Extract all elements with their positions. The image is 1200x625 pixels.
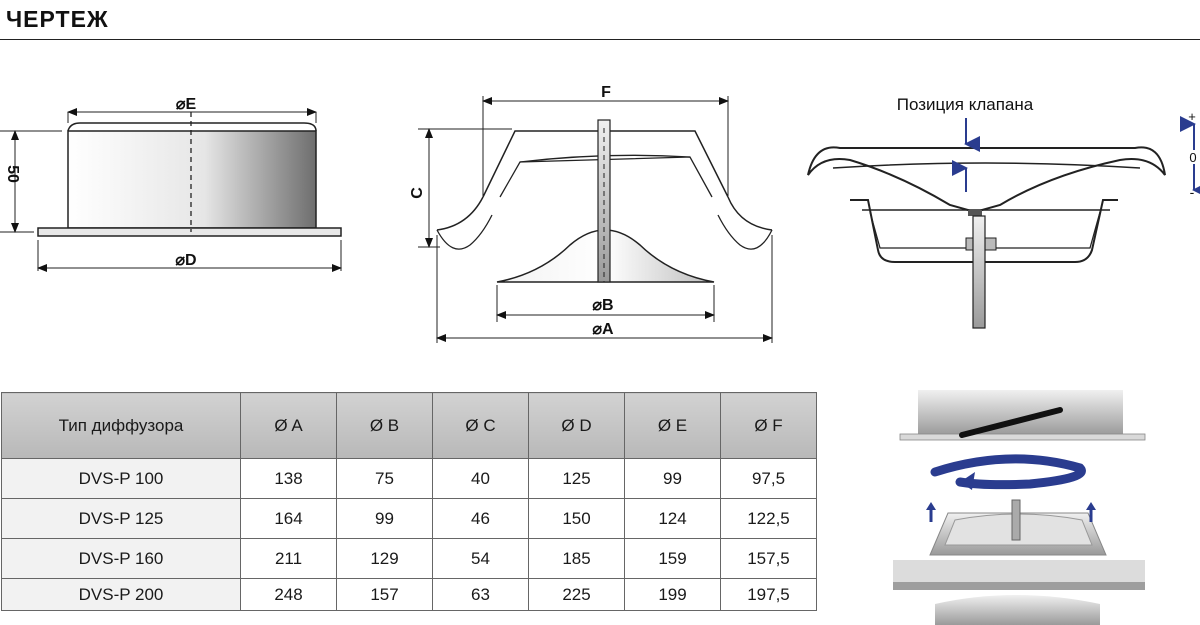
section-view-drawing: [418, 96, 773, 343]
table-cell: 199: [624, 578, 721, 611]
column-header-type: Тип диффузора: [1, 392, 241, 459]
table-cell: 40: [432, 458, 529, 499]
table-cell: 97,5: [720, 458, 817, 499]
spec-table: Тип диффузора Ø A Ø B Ø C Ø D Ø E Ø F DV…: [1, 392, 817, 611]
table-cell: 129: [336, 538, 433, 579]
table-header-row: Тип диффузора Ø A Ø B Ø C Ø D Ø E Ø F: [1, 392, 817, 459]
table-cell: 164: [240, 498, 337, 539]
column-header-b: Ø B: [336, 392, 433, 459]
table-cell: DVS-P 100: [1, 458, 241, 499]
table-cell: 125: [528, 458, 625, 499]
table-cell: 157: [336, 578, 433, 611]
table-cell: DVS-P 125: [1, 498, 241, 539]
side-view-drawing: [0, 108, 342, 272]
table-cell: 138: [240, 458, 337, 499]
table-row: DVS-P 100 138 75 40 125 99 97,5: [1, 458, 817, 499]
table-cell: 211: [240, 538, 337, 579]
dim-label-d: ⌀D: [175, 252, 196, 269]
dim-label-c: C: [409, 187, 426, 199]
valve-minus-label: -: [1190, 184, 1195, 200]
table-cell: 197,5: [720, 578, 817, 611]
table-cell: 150: [528, 498, 625, 539]
column-header-a: Ø A: [240, 392, 337, 459]
table-row: DVS-P 160 211 129 54 185 159 157,5: [1, 538, 817, 579]
column-header-c: Ø C: [432, 392, 529, 459]
valve-position-drawing: [807, 116, 1200, 329]
table-cell: 225: [528, 578, 625, 611]
valve-zero-label: 0: [1189, 150, 1196, 165]
valve-plus-label: +: [1188, 109, 1196, 124]
dim-label-e: ⌀E: [176, 96, 197, 113]
page-title: ЧЕРТЕЖ: [6, 6, 109, 32]
installation-illustration: [893, 390, 1146, 625]
dim-label-f: F: [601, 84, 611, 101]
table-cell: DVS-P 160: [1, 538, 241, 579]
column-header-d: Ø D: [528, 392, 625, 459]
table-row: DVS-P 125 164 99 46 150 124 122,5: [1, 498, 817, 539]
valve-position-caption: Позиция клапана: [897, 95, 1034, 114]
table-cell: 185: [528, 538, 625, 579]
table-cell: DVS-P 200: [1, 578, 241, 611]
table-cell: 99: [624, 458, 721, 499]
table-cell: 54: [432, 538, 529, 579]
table-cell: 99: [336, 498, 433, 539]
table-cell: 159: [624, 538, 721, 579]
table-cell: 124: [624, 498, 721, 539]
table-cell: 75: [336, 458, 433, 499]
dim-label-height: 50: [4, 165, 21, 183]
table-row: DVS-P 200 248 157 63 225 199 197,5: [1, 578, 817, 611]
header-divider: [0, 39, 1200, 40]
dim-label-a: ⌀A: [592, 321, 614, 338]
table-cell: 122,5: [720, 498, 817, 539]
table-cell: 157,5: [720, 538, 817, 579]
table-cell: 46: [432, 498, 529, 539]
dim-label-b: ⌀B: [592, 297, 613, 314]
column-header-e: Ø E: [624, 392, 721, 459]
column-header-f: Ø F: [720, 392, 817, 459]
table-cell: 248: [240, 578, 337, 611]
table-cell: 63: [432, 578, 529, 611]
